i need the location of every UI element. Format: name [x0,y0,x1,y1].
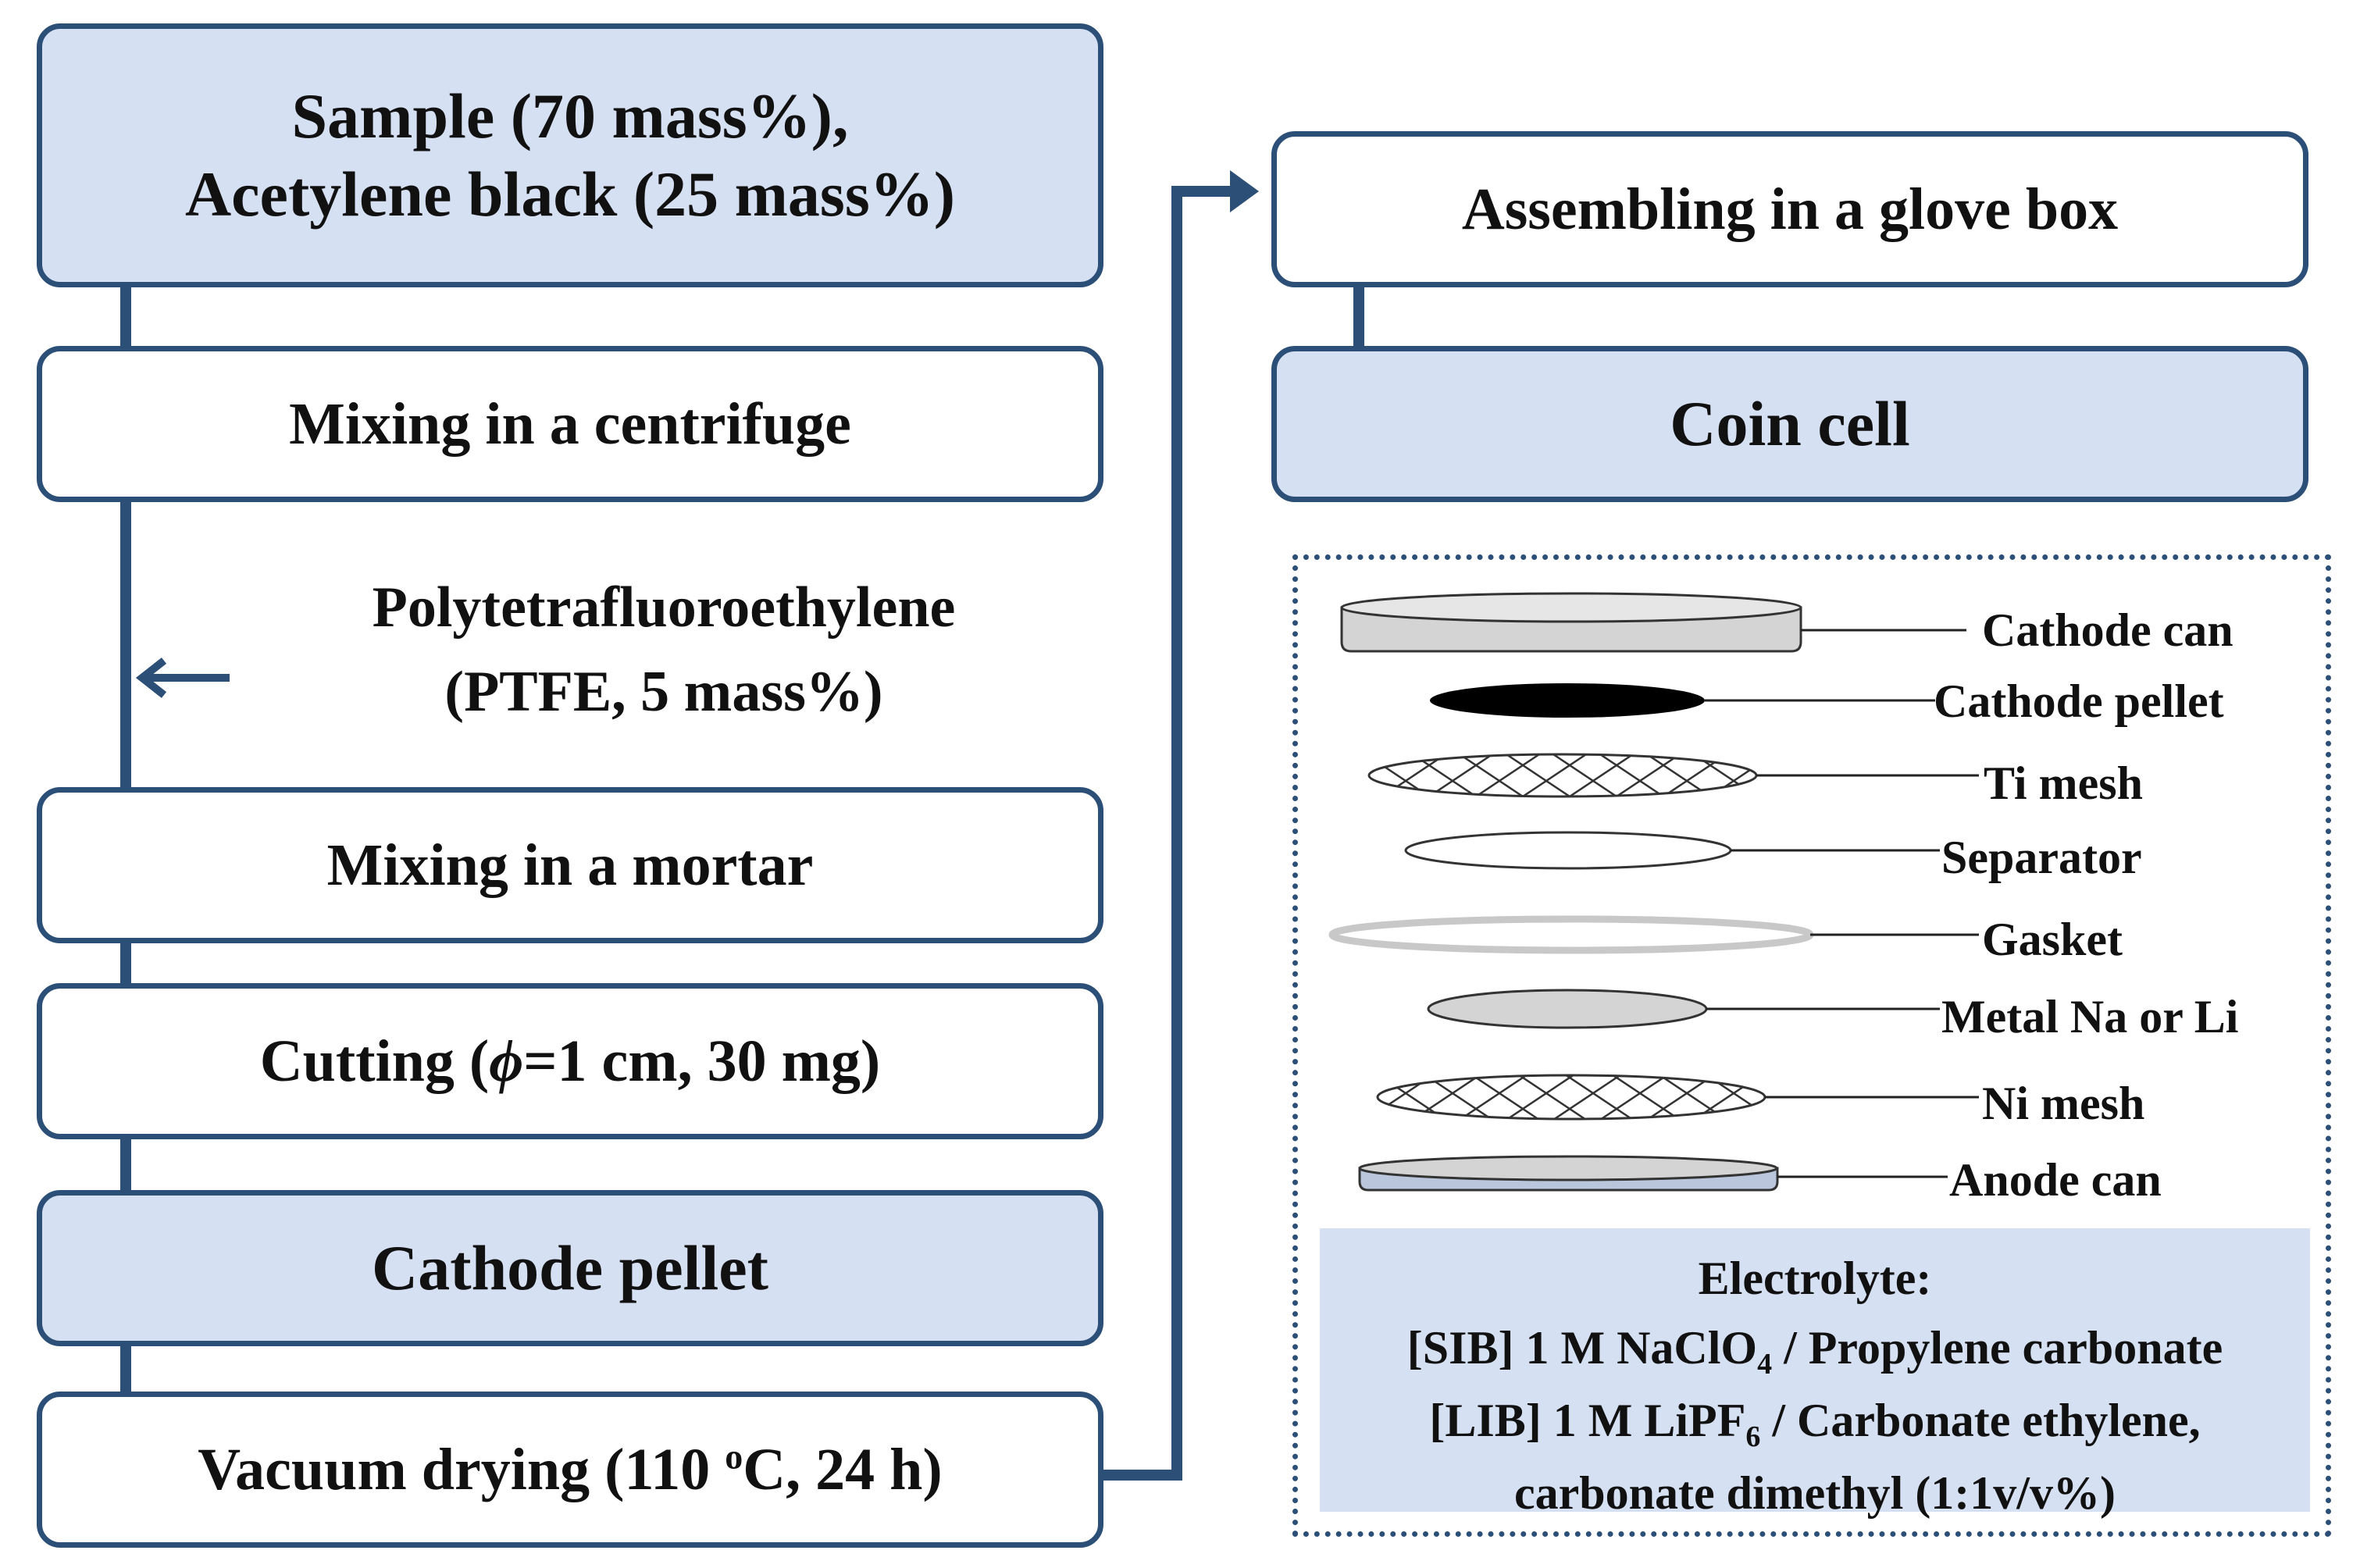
vacuum-prefix: Vacuum drying (110 [198,1436,725,1502]
flow-arrowhead [1230,170,1259,212]
electrolyte-sib: [SIB] 1 M NaClO4 / Propylene carbonate [1320,1313,2310,1386]
coin-cell-label: Coin cell [1670,387,1910,459]
ptfe-line-2: (PTFE, 5 mass%) [444,660,883,725]
sample-line-2: Acetylene black (25 mass%) [184,159,956,230]
part-label-anode-can: Anode can [1949,1154,2162,1206]
electrolyte-lib-line-2: carbonate dimethyl (1:1v/v%) [1514,1467,2116,1520]
cutting-label: Cutting (ϕ=1 cm, 30 mg) [260,1025,880,1098]
electrolyte-lib: [LIB] 1 M LiPF6 / Carbonate ethylene, [1320,1386,2310,1459]
mixing-centrifuge-label: Mixing in a centrifuge [289,390,851,457]
electrolyte-title: Electrolyte: [1698,1253,1932,1304]
connector-line [120,500,131,789]
vacuum-drying-label: Vacuum drying (110 oC, 24 h) [198,1434,942,1506]
part-label-gasket: Gasket [1982,914,2123,965]
ptfe-arrow [135,657,230,698]
cutting-suffix: =1 cm, 30 mg) [523,1028,881,1094]
coin-cell-parts-frame [1292,554,2331,1537]
sample-line-1: Sample (70 mass%), [291,80,849,151]
sib-prefix: [SIB] 1 M NaClO [1406,1321,1758,1374]
part-label-metal: Metal Na or Li [1941,991,2239,1042]
cathode-pellet-label: Cathode pellet [372,1231,768,1303]
phi-symbol: ϕ [489,1028,524,1094]
sib-sub: 4 [1757,1347,1773,1381]
part-label-ti-mesh: Ti mesh [1984,757,2143,809]
part-label-cathode-pellet: Cathode pellet [1934,675,2224,727]
lib-sub: 6 [1745,1420,1761,1454]
mixing-centrifuge-box: Mixing in a centrifuge [37,346,1103,502]
connector-line [120,941,131,985]
mixing-mortar-box: Mixing in a mortar [37,787,1103,943]
connector-line [120,285,131,347]
cathode-pellet-box: Cathode pellet [37,1190,1103,1346]
part-label-ni-mesh: Ni mesh [1982,1078,2145,1129]
part-label-separator: Separator [1941,832,2142,883]
lib-prefix: [LIB] 1 M LiPF [1429,1395,1746,1447]
connector-line [120,1345,131,1393]
part-label-cathode-can: Cathode can [1982,604,2233,656]
ptfe-note: Polytetrafluoroethylene (PTFE, 5 mass%) [266,565,1062,734]
degree-sup: o [725,1436,743,1477]
lib-suffix: / Carbonate ethylene, [1760,1395,2201,1447]
sample-box: Sample (70 mass%), Acetylene black (25 m… [37,23,1103,287]
vacuum-drying-box: Vacuum drying (110 oC, 24 h) [37,1392,1103,1548]
mixing-mortar-label: Mixing in a mortar [326,832,814,898]
cutting-prefix: Cutting ( [259,1028,490,1094]
sib-suffix: / Propylene carbonate [1772,1321,2223,1374]
ptfe-line-1: Polytetrafluoroethylene [372,576,956,640]
flow-arrow [1103,186,1230,1481]
coin-cell-box: Coin cell [1271,346,2308,502]
assembling-label: Assembling in a glove box [1461,176,2119,242]
cathode-can-drawing [1340,592,1802,653]
cutting-box: Cutting (ϕ=1 cm, 30 mg) [37,983,1103,1139]
connector-line [1353,285,1364,347]
vacuum-suffix: C, 24 h) [743,1436,943,1502]
assembling-box: Assembling in a glove box [1271,131,2308,287]
cathode-pellet-drawing [1430,683,1705,718]
electrolyte-panel: Electrolyte: [SIB] 1 M NaClO4 / Propylen… [1320,1228,2310,1519]
anode-can-drawing [1358,1155,1779,1192]
connector-line [120,1137,131,1192]
